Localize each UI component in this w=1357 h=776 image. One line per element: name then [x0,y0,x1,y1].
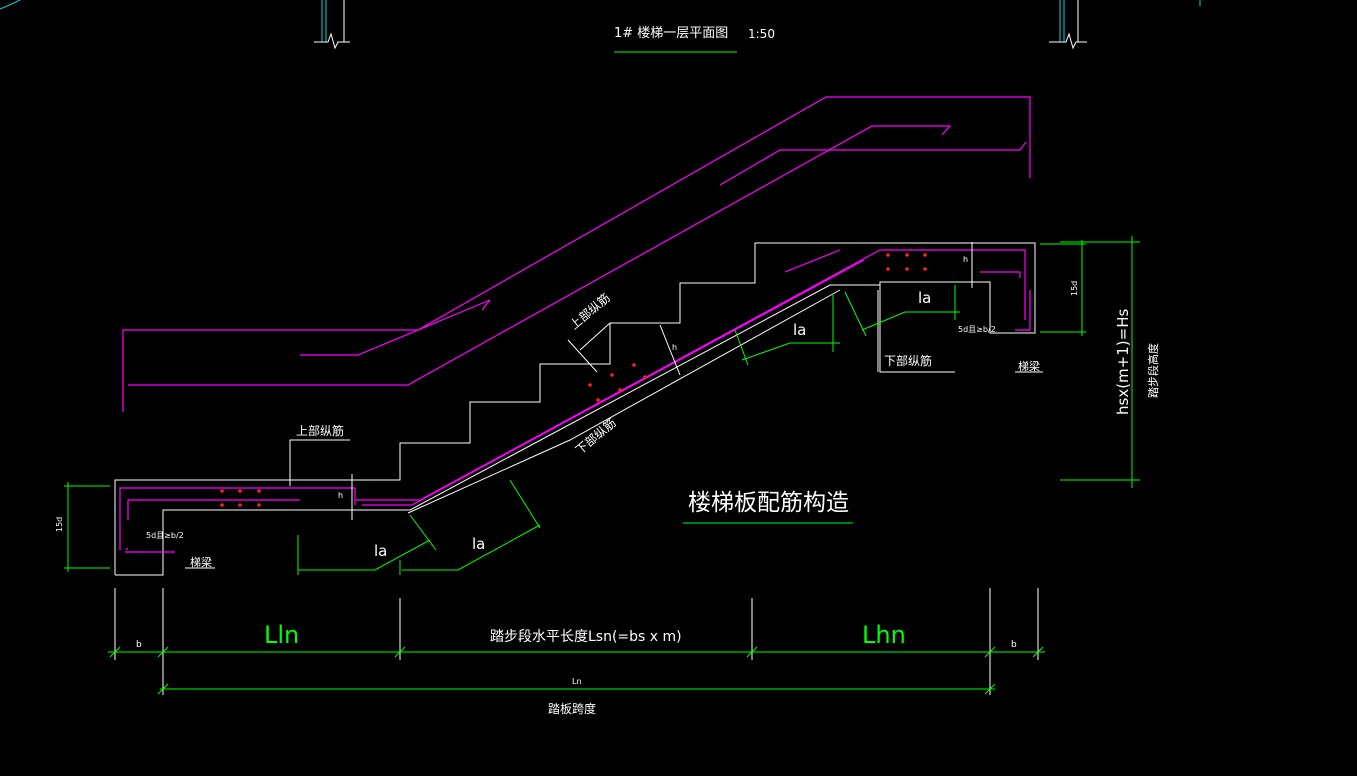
thickness-markers: h h h [338,242,973,520]
upper-bar-label-left: 上部纵筋 [296,423,344,438]
h-label-mid: h [672,343,677,352]
dim-ln: Ln [572,677,582,686]
top-frame-fragments [0,0,1201,50]
lower-bar-label-mid: 下部纵筋 [572,415,618,457]
anchor-label-right: 5d且≥b/2 [958,325,996,334]
dim-15d-left-text: 15d [55,517,64,532]
lower-bar-label-right: 下部纵筋 [884,353,932,368]
upper-bar-label-mid: 上部纵筋 [566,290,612,332]
leader-labels: 上部纵筋 上部纵筋 下部纵筋 下部纵筋 梯梁 梯梁 5d且≥b/2 5d且≥b/… [146,290,1043,569]
la-dimensions: la la la la [297,285,960,575]
rebar-dots [220,253,927,507]
la-label-3: la [793,321,806,339]
dim-15d-left: 15d [55,482,110,572]
la-label-2: la [472,535,485,553]
la-label-1: la [374,542,387,560]
height-label: 踏步段高度 [1146,343,1160,398]
height-dimension: hsx(m+1)=Hs 踏步段高度 [1060,236,1160,488]
dim-span: 踏板跨度 [548,701,596,716]
beam-label-right: 梯梁 [1018,359,1040,373]
header-title: 1# 楼梯一层平面图 [614,26,728,41]
dim-lln: Lln [264,621,299,649]
header-scale: 1:50 [748,27,775,41]
dim-b-right: b [1011,640,1017,650]
anchor-label-left: 5d且≥b/2 [146,531,184,540]
dim-lhn: Lhn [862,621,906,649]
la-label-4: la [918,289,931,307]
dim-15d-right: 15d [1040,240,1086,336]
main-title: 楼梯板配筋构造 [688,490,849,516]
upper-flight-rebar [122,96,1031,412]
slab-rebar [119,249,1031,553]
stair-outline [114,242,1036,576]
dim-lsn: 踏步段水平长度Lsn(=bs x m) [490,629,682,645]
h-label-left: h [338,491,343,500]
bottom-dimensions: b Lln 踏步段水平长度Lsn(=bs x m) Lhn b Ln 踏板跨度 [108,588,1045,716]
dim-b-left: b [136,640,142,650]
beam-label-left: 梯梁 [190,555,212,569]
h-label-right: h [963,255,968,264]
height-formula: hsx(m+1)=Hs [1114,309,1132,415]
dim-15d-right-text: 15d [1070,281,1079,296]
